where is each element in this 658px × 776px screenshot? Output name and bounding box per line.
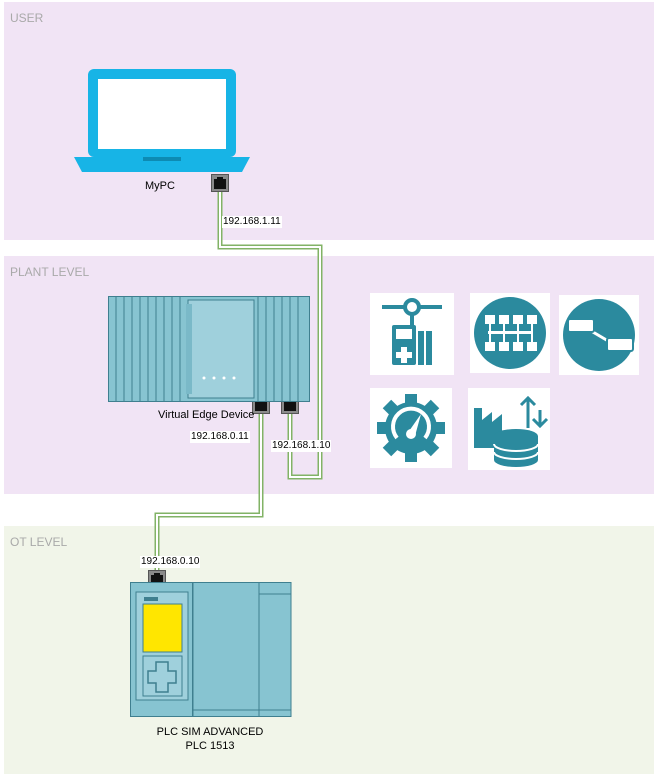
plc-label-line2: PLC 1513: [185, 740, 235, 752]
ot-level-zone-label: OT LEVEL: [10, 535, 68, 549]
mypc-label: MyPC: [145, 180, 175, 192]
connector-icon: [563, 299, 635, 371]
data-service-icon: [474, 395, 549, 467]
edge-x1-ip-label: 192.168.0.11: [190, 431, 250, 443]
flow-creator-icon: [382, 298, 442, 365]
ethernet-port-icon: [211, 174, 229, 192]
data-network-icon: [474, 297, 546, 369]
user-zone-label: USER: [10, 11, 44, 25]
plc-icon: [130, 582, 292, 717]
app-tile-performance[interactable]: [370, 388, 452, 468]
app-tile-data-service[interactable]: [468, 388, 550, 470]
edge-device-label: Virtual Edge Device: [158, 409, 255, 421]
edge-x2-ip-label: 192.168.1.10: [271, 440, 332, 452]
app-tile-data-network[interactable]: [470, 293, 550, 373]
laptop-icon: [74, 69, 250, 172]
industrial-edge-device-icon: [108, 296, 310, 402]
app-tile-connector[interactable]: [559, 295, 639, 375]
app-tile-flow-creator[interactable]: [370, 293, 454, 375]
mypc-ip-label: 192.168.1.11: [222, 216, 282, 228]
plant-level-zone-label: PLANT LEVEL: [10, 265, 90, 279]
performance-gear-icon: [377, 394, 445, 462]
ot-level-zone: OT LEVEL: [4, 526, 654, 774]
plc-label-line1: PLC SIM ADVANCED: [156, 726, 264, 738]
plc-ip-label: 192.168.0.10: [140, 556, 201, 568]
